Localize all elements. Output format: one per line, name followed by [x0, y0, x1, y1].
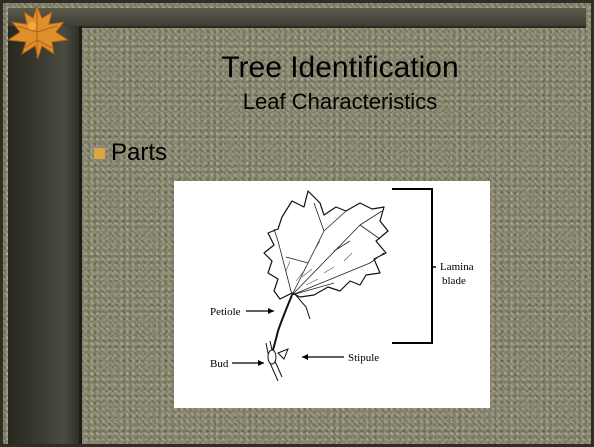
slide: Tree Identification Leaf Characteristics… — [0, 0, 594, 447]
slide-frame — [0, 0, 594, 447]
